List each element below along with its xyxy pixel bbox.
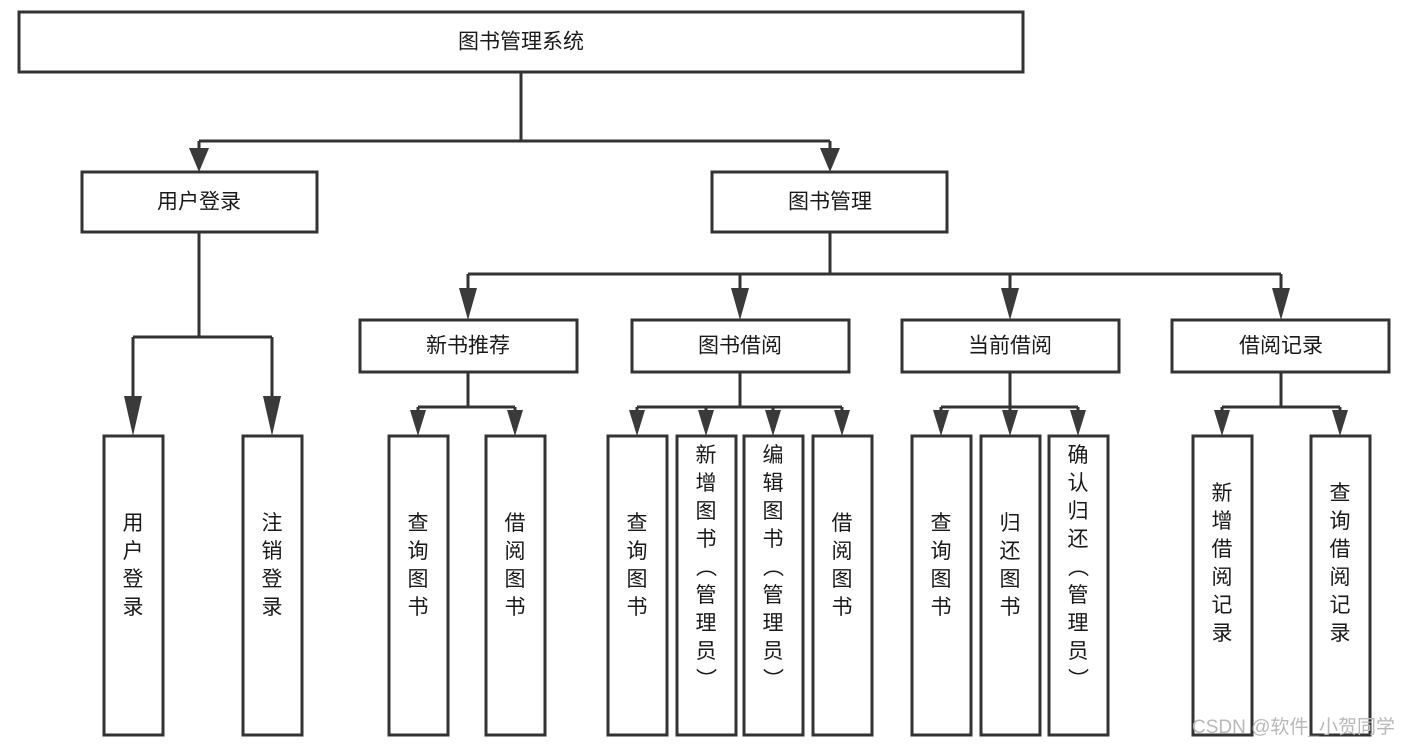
leaf-node[interactable]: 查询图书 — [606, 434, 669, 737]
node-label-current-borrow: 当前借阅 — [968, 335, 1052, 358]
node-label-user-login: 用户登录 — [157, 191, 241, 214]
node-box-root[interactable] — [17, 10, 1025, 74]
arrowhead-leaf-userlogin-2 — [263, 396, 281, 436]
leaf-node[interactable]: 新增图书（管理员） — [675, 434, 738, 737]
leaf-node[interactable]: 用户登录 — [102, 434, 165, 737]
node-borrow-record[interactable]: 借阅记录 — [1170, 318, 1391, 374]
arrowhead-cb-1 — [933, 410, 949, 436]
node-label-leaf-br-query-record: 查询借阅记录 — [1330, 482, 1351, 645]
arrowhead-bw-3 — [765, 410, 781, 436]
node-label-leaf-br-add-record: 新增借阅记录 — [1212, 482, 1233, 645]
arrowhead-cb-3 — [1070, 410, 1086, 436]
arrowhead-br-2 — [1332, 410, 1348, 436]
node-current-borrow[interactable]: 当前借阅 — [900, 318, 1121, 374]
arrowhead-nb-1 — [410, 410, 426, 436]
leaf-node[interactable]: 查询图书 — [910, 434, 973, 737]
arrowhead-bw-4 — [834, 410, 850, 436]
node-label-leaf-nb-borrow-book: 借阅图书 — [505, 512, 526, 619]
leaf-node[interactable]: 借阅图书 — [811, 434, 874, 737]
node-box-leaf-user-login[interactable] — [102, 434, 165, 737]
node-box-leaf-bw-borrow-book[interactable] — [811, 434, 874, 737]
node-root-system[interactable]: 图书管理系统 — [17, 10, 1025, 74]
node-box-leaf-br-add-record[interactable] — [1191, 434, 1254, 737]
node-label-new-book-recommend: 新书推荐 — [426, 335, 510, 358]
node-label-leaf-nb-query-book: 查询图书 — [408, 512, 429, 619]
node-box-leaf-bw-add-book[interactable] — [675, 434, 738, 737]
arrowhead-book-manage — [820, 148, 840, 172]
node-box-new-book-recommend[interactable] — [358, 318, 579, 374]
node-label-leaf-cb-confirm-return: 确认归还（管理员） — [1068, 444, 1090, 691]
node-book-borrow[interactable]: 图书借阅 — [630, 318, 851, 374]
arrowhead-br-1 — [1214, 410, 1230, 436]
arrowhead-borrow — [731, 288, 749, 320]
node-label-leaf-bw-add-book: 新增图书（管理员） — [696, 444, 718, 691]
node-label-leaf-cb-return-book: 归还图书 — [1000, 512, 1021, 619]
leaf-node[interactable]: 注销登录 — [241, 434, 304, 737]
node-box-leaf-bw-edit-book[interactable] — [742, 434, 805, 737]
node-label-leaf-bw-query-book: 查询图书 — [627, 512, 648, 619]
node-box-book-manage[interactable] — [710, 170, 949, 234]
node-box-book-borrow[interactable] — [630, 318, 851, 374]
node-box-leaf-bw-query-book[interactable] — [606, 434, 669, 737]
node-user-login[interactable]: 用户登录 — [80, 170, 319, 234]
node-box-leaf-cb-confirm-return[interactable] — [1047, 434, 1110, 737]
node-label-book-borrow: 图书借阅 — [698, 335, 782, 358]
node-box-leaf-logout[interactable] — [241, 434, 304, 737]
node-box-leaf-cb-query-book[interactable] — [910, 434, 973, 737]
node-label-leaf-cb-query-book: 查询图书 — [931, 512, 952, 619]
node-box-leaf-nb-borrow-book[interactable] — [484, 434, 547, 737]
node-label-leaf-user-login: 用户登录 — [123, 512, 144, 619]
node-label-book-manage: 图书管理 — [788, 191, 872, 214]
node-new-book-recommend[interactable]: 新书推荐 — [358, 318, 579, 374]
node-label-leaf-bw-borrow-book: 借阅图书 — [832, 512, 853, 619]
arrowhead-nb-2 — [507, 410, 523, 436]
node-label-root: 图书管理系统 — [458, 31, 584, 54]
node-book-manage[interactable]: 图书管理 — [710, 170, 949, 234]
leaf-node[interactable]: 借阅图书 — [484, 434, 547, 737]
node-label-leaf-logout: 注销登录 — [262, 512, 283, 619]
node-box-leaf-br-query-record[interactable] — [1309, 434, 1372, 737]
node-box-borrow-record[interactable] — [1170, 318, 1391, 374]
arrowhead-new-book — [459, 288, 477, 320]
node-box-leaf-nb-query-book[interactable] — [387, 434, 450, 737]
node-label-borrow-record: 借阅记录 — [1239, 335, 1323, 358]
node-box-current-borrow[interactable] — [900, 318, 1121, 374]
leaf-node[interactable]: 编辑图书（管理员） — [742, 434, 805, 737]
arrowhead-current — [1001, 288, 1019, 320]
leaf-node[interactable]: 查询借阅记录 — [1309, 434, 1372, 737]
leaf-node[interactable]: 查询图书 — [387, 434, 450, 737]
arrowhead-bw-1 — [629, 410, 645, 436]
leaf-node[interactable]: 归还图书 — [979, 434, 1042, 737]
node-box-user-login[interactable] — [80, 170, 319, 234]
arrowhead-record — [1272, 288, 1290, 320]
leaf-node[interactable]: 确认归还（管理员） — [1047, 434, 1110, 737]
leaf-node[interactable]: 新增借阅记录 — [1191, 434, 1254, 737]
arrowhead-leaf-userlogin-1 — [124, 396, 142, 436]
connector-layer — [124, 72, 1348, 436]
arrowhead-bw-2 — [698, 410, 714, 436]
csdn-watermark: CSDN @软件_小贺同学 — [1192, 716, 1395, 738]
arrowhead-user-login — [189, 148, 209, 172]
node-box-leaf-cb-return-book[interactable] — [979, 434, 1042, 737]
node-label-leaf-bw-edit-book: 编辑图书（管理员） — [763, 444, 785, 691]
arrowhead-cb-2 — [1002, 410, 1018, 436]
